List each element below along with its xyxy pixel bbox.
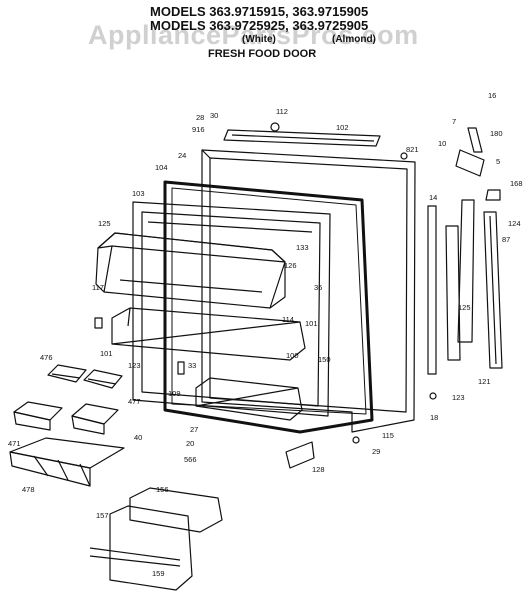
part-label-566: 566 [184, 455, 197, 464]
crisper-drawer [89, 487, 223, 591]
egg-tray-1 [47, 364, 87, 383]
part-label-180: 180 [490, 129, 503, 138]
part-label-30: 30 [210, 111, 218, 120]
part-label-16: 16 [488, 91, 496, 100]
color-white: (White) [242, 34, 276, 45]
part-label-103: 103 [132, 189, 145, 198]
part-label-121: 121 [478, 377, 491, 386]
part-label-477: 477 [128, 397, 141, 406]
door-shelf-upper [111, 307, 306, 361]
part-label-40: 40 [134, 433, 142, 442]
hinge-cap [270, 122, 280, 132]
part-label-18: 18 [430, 413, 438, 422]
part-label-156: 156 [156, 485, 169, 494]
part-label-112: 112 [276, 107, 288, 116]
part-label-168: 168 [510, 179, 523, 188]
trim-strip-left [427, 205, 437, 375]
door-shelf-lower [195, 377, 303, 421]
part-label-7: 7 [452, 117, 456, 126]
part-label-133: 133 [296, 243, 309, 252]
part-label-478: 478 [22, 485, 35, 494]
diagram-title: FRESH FOOD DOOR [208, 48, 317, 60]
part-label-10: 10 [438, 139, 446, 148]
part-label-29: 29 [372, 447, 380, 456]
color-almond: (Almond) [332, 34, 376, 45]
part-label-24: 24 [178, 151, 186, 160]
hinge-screw [400, 152, 408, 160]
part-label-36: 36 [314, 283, 322, 292]
part-label-916: 916 [192, 125, 205, 134]
part-label-126: 126 [284, 261, 297, 270]
part-label-28: 28 [196, 113, 204, 122]
part-label-5: 5 [496, 157, 500, 166]
door-inner-liner [132, 201, 331, 417]
part-label-104: 104 [155, 163, 168, 172]
bracket-128 [285, 441, 315, 469]
part-label-471: 471 [8, 439, 21, 448]
part-label-157: 157 [96, 511, 109, 520]
butter-compartment [95, 232, 286, 309]
part-label-117: 117 [92, 283, 104, 292]
part-label-27: 27 [190, 425, 198, 434]
door-gasket [163, 180, 374, 434]
part-label-101: 101 [305, 319, 318, 328]
clip-101 [94, 317, 103, 329]
part-label-109: 109 [168, 389, 181, 398]
part-label-125: 125 [98, 219, 111, 228]
part-label-821: 821 [406, 145, 419, 154]
bin-small-1 [13, 401, 63, 431]
part-label-123: 123 [128, 361, 141, 370]
trim-strip-right [483, 211, 503, 369]
models-line-1: MODELS 363.9715915, 363.9715905 [150, 4, 369, 19]
watermark: AppliancePartsPros.com [88, 20, 419, 50]
part-label-123: 123 [452, 393, 465, 402]
egg-tray-2 [83, 369, 123, 389]
screw-29 [352, 436, 360, 444]
egg-rack [9, 437, 125, 487]
clip-33 [177, 361, 185, 375]
part-label-476: 476 [40, 353, 53, 362]
door-top-trim [223, 129, 381, 147]
part-label-159: 159 [152, 569, 165, 578]
part-label-125: 125 [458, 303, 471, 312]
bin-small-2 [71, 403, 119, 435]
trim-strip-mid [445, 225, 461, 361]
part-label-101: 101 [100, 349, 113, 358]
door-outer-panel [201, 149, 416, 433]
part-label-115: 115 [382, 431, 394, 440]
part-label-150: 150 [318, 355, 331, 364]
part-label-100: 100 [286, 351, 299, 360]
part-label-33: 33 [188, 361, 196, 370]
part-label-102: 102 [336, 123, 349, 132]
part-label-87: 87 [502, 235, 510, 244]
part-label-14: 14 [429, 193, 437, 202]
part-label-128: 128 [312, 465, 325, 474]
part-label-124: 124 [508, 219, 521, 228]
part-label-114: 114 [282, 315, 294, 324]
screw-18 [429, 392, 437, 400]
part-label-20: 20 [186, 439, 194, 448]
models-line-2: MODELS 363.9725925, 363.9725905 [150, 18, 369, 33]
